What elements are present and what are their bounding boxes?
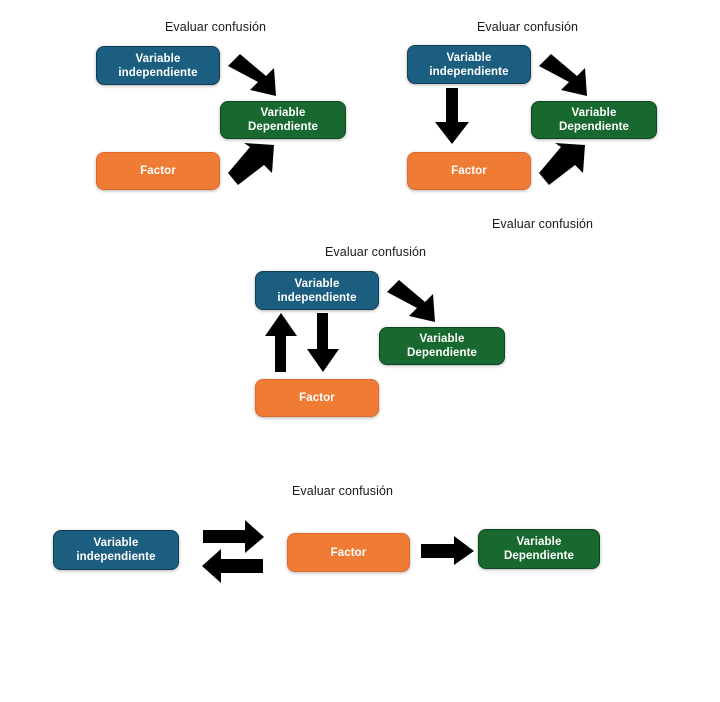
node-label-line2: independiente [277,291,357,304]
panel-3-node-independent-variable[interactable]: Variable independiente [255,271,379,310]
node-label-line2: Dependiente [247,121,319,133]
node-label-line1: Factor [451,165,487,177]
node-label-line1: Factor [330,546,367,559]
node-label-line1: Factor [140,165,176,177]
panel-3-caption: Evaluar confusión [325,245,427,259]
panel-4-caption: Evaluar confusión [292,484,394,498]
panel-3-stray-caption: Evaluar confusión [492,217,594,231]
panel-2-node-dependent-variable[interactable]: Variable Dependiente [531,101,657,139]
panel-4-node-dependent-variable[interactable]: Variable Dependiente [478,529,600,569]
panel-1-arrow-iv-to-dv-icon [226,52,282,100]
node-label-line1: Variable [419,333,465,345]
node-label-line1: Variable [571,107,617,119]
node-label-line2: Dependiente [558,121,630,133]
node-label-line1: Factor [299,392,335,404]
panel-2-node-independent-variable[interactable]: Variable independiente [407,45,531,84]
node-label-line1: Variable [446,51,492,64]
node-label-line2: Dependiente [503,550,575,562]
panel-4-node-independent-variable[interactable]: Variable independiente [53,530,179,570]
panel-3-node-factor[interactable]: Factor [255,379,379,417]
panel-3-arrow-iv-to-factor-icon [306,313,340,373]
node-label-line1: Variable [135,52,181,65]
panel-3-arrow-factor-to-iv-icon [264,313,298,373]
node-label-line1: Variable [294,277,340,290]
panel-1-caption: Evaluar confusión [165,20,267,34]
panel-4-node-factor[interactable]: Factor [287,533,410,572]
panel-4-arrow-factor-to-dv-icon [421,536,475,566]
node-label-line1: Variable [516,536,562,548]
panel-2-node-factor[interactable]: Factor [407,152,531,190]
node-label-line1: Variable [260,107,306,119]
node-label-line2: independiente [76,551,156,563]
panel-3-arrow-iv-to-dv-icon [385,278,441,326]
panel-3-node-dependent-variable[interactable]: Variable Dependiente [379,327,505,365]
node-label-line2: Dependiente [406,347,478,359]
panel-4-arrow-iv-factor-bidirectional-icon [201,518,267,586]
node-label-line2: independiente [118,66,198,79]
panel-2-arrow-iv-to-factor-icon [434,88,470,146]
panel-1-node-factor[interactable]: Factor [96,152,220,190]
panel-1-node-independent-variable[interactable]: Variable independiente [96,46,220,85]
panel-1-arrow-factor-to-dv-icon [226,143,282,187]
node-label-line2: independiente [429,65,509,78]
panel-2-arrow-iv-to-dv-icon [537,52,593,100]
panel-1-node-dependent-variable[interactable]: Variable Dependiente [220,101,346,139]
panel-2-caption: Evaluar confusión [477,20,579,34]
panel-2-arrow-factor-to-dv-icon [537,143,593,187]
node-label-line1: Variable [93,537,139,549]
